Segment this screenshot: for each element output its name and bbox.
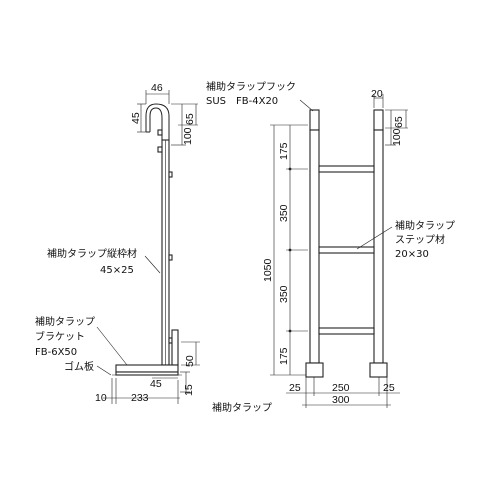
label-step-line1: 補助タラップ: [395, 219, 455, 232]
label-hook-line1: 補助タラップフック: [206, 80, 296, 93]
bolt-mark-1: [157, 129, 163, 136]
dim-base-10: 10: [95, 392, 107, 404]
label-step-line3: 20×30: [395, 249, 429, 260]
right-rail: [373, 129, 384, 364]
bracket-plate: [171, 329, 179, 366]
front-dim-350-lower: 350: [278, 285, 290, 303]
hook-part: [149, 107, 163, 140]
label-rubber: ゴム板: [64, 360, 94, 373]
label-bracket-line1: 補助タラップ: [35, 315, 95, 328]
label-hook-line2: SUS FB-4X20: [206, 96, 278, 107]
front-hook-right: [373, 109, 384, 131]
front-dim-total-height: 1050: [262, 258, 274, 282]
dim-base-50: 50: [184, 355, 196, 367]
front-view: 20 100 65 175 350 350 175 1050 25 250 25: [206, 80, 455, 408]
front-dim-350-upper: 350: [278, 204, 290, 222]
dim-top-65: 65: [184, 113, 196, 125]
label-bracket-line2: ブラケット: [35, 330, 85, 343]
dim-base-233: 233: [131, 392, 149, 404]
step-rung-2: [318, 246, 375, 254]
side-view: 46 45 100 65 50 45 15 10 233 補助タラップ縦枠材 4…: [35, 82, 200, 404]
step-rung-3: [318, 327, 375, 335]
left-rail: [309, 129, 320, 364]
dim-base-15: 15: [183, 384, 195, 396]
front-hook-left: [309, 109, 320, 131]
base-plate: [115, 364, 179, 373]
front-dim-left-25: 25: [289, 382, 301, 394]
rubber-pad: [115, 371, 179, 376]
dim-hook-width: 46: [151, 82, 163, 94]
front-dim-top-65: 65: [393, 116, 405, 128]
left-foot: [305, 362, 324, 378]
label-step-line2: ステップ材: [395, 233, 445, 246]
front-dim-middle-250: 250: [332, 382, 350, 394]
front-dim-175-top: 175: [278, 142, 290, 160]
front-dim-total-width: 300: [332, 394, 350, 406]
right-foot: [369, 362, 388, 378]
dim-top-100: 100: [182, 127, 194, 145]
dim-base-45: 45: [150, 378, 162, 390]
front-dim-175-bottom: 175: [278, 347, 290, 365]
bolt-mark-3: [168, 171, 173, 178]
step-rung-1: [318, 165, 375, 173]
front-dim-top-100: 100: [391, 128, 403, 146]
label-bracket-line3: FB-6X50: [35, 347, 77, 358]
front-dim-top-width: 20: [371, 88, 383, 100]
dim-hook-height: 45: [130, 112, 142, 124]
front-dim-right-25: 25: [383, 382, 395, 394]
drawing-title: 補助タラップ: [212, 401, 272, 414]
label-frame-line1: 補助タラップ縦枠材: [47, 247, 137, 260]
bolt-mark-2: [157, 146, 163, 153]
label-frame-line2: 45×25: [100, 265, 134, 276]
bolt-mark-4: [168, 254, 173, 261]
